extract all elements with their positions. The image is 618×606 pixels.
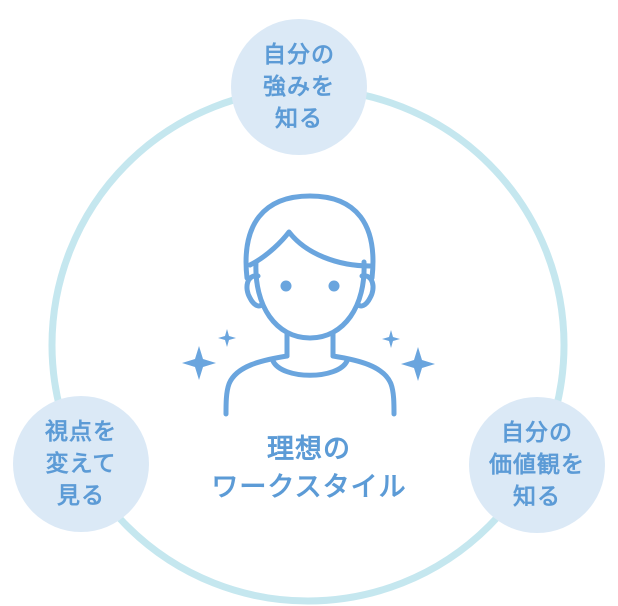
bubble-left-line3: 見る: [57, 483, 105, 509]
center-label-line1: 理想の: [267, 434, 351, 465]
bubble-know-strengths: 自分の 強みを 知る: [231, 19, 367, 155]
bubble-left-text: 視点を 変えて 見る: [45, 416, 117, 512]
center-label: 理想の ワークスタイル: [180, 432, 438, 508]
bubble-right-text: 自分の 価値観を 知る: [489, 417, 585, 513]
bubble-right-line2: 価値観を: [489, 452, 585, 478]
bubble-right-line1: 自分の: [501, 420, 573, 446]
bubble-right-line3: 知る: [513, 484, 561, 510]
bubble-top-line3: 知る: [275, 106, 323, 132]
bubble-left-line1: 視点を: [45, 419, 117, 445]
bubble-top-line2: 強みを: [263, 74, 335, 100]
center-label-line2: ワークスタイル: [211, 472, 407, 503]
bubble-change-perspective: 視点を 変えて 見る: [13, 396, 149, 532]
bubble-top-text: 自分の 強みを 知る: [263, 39, 335, 135]
bubble-top-line1: 自分の: [263, 42, 335, 68]
bubble-know-values: 自分の 価値観を 知る: [469, 397, 605, 533]
bubble-left-line2: 変えて: [45, 451, 117, 477]
